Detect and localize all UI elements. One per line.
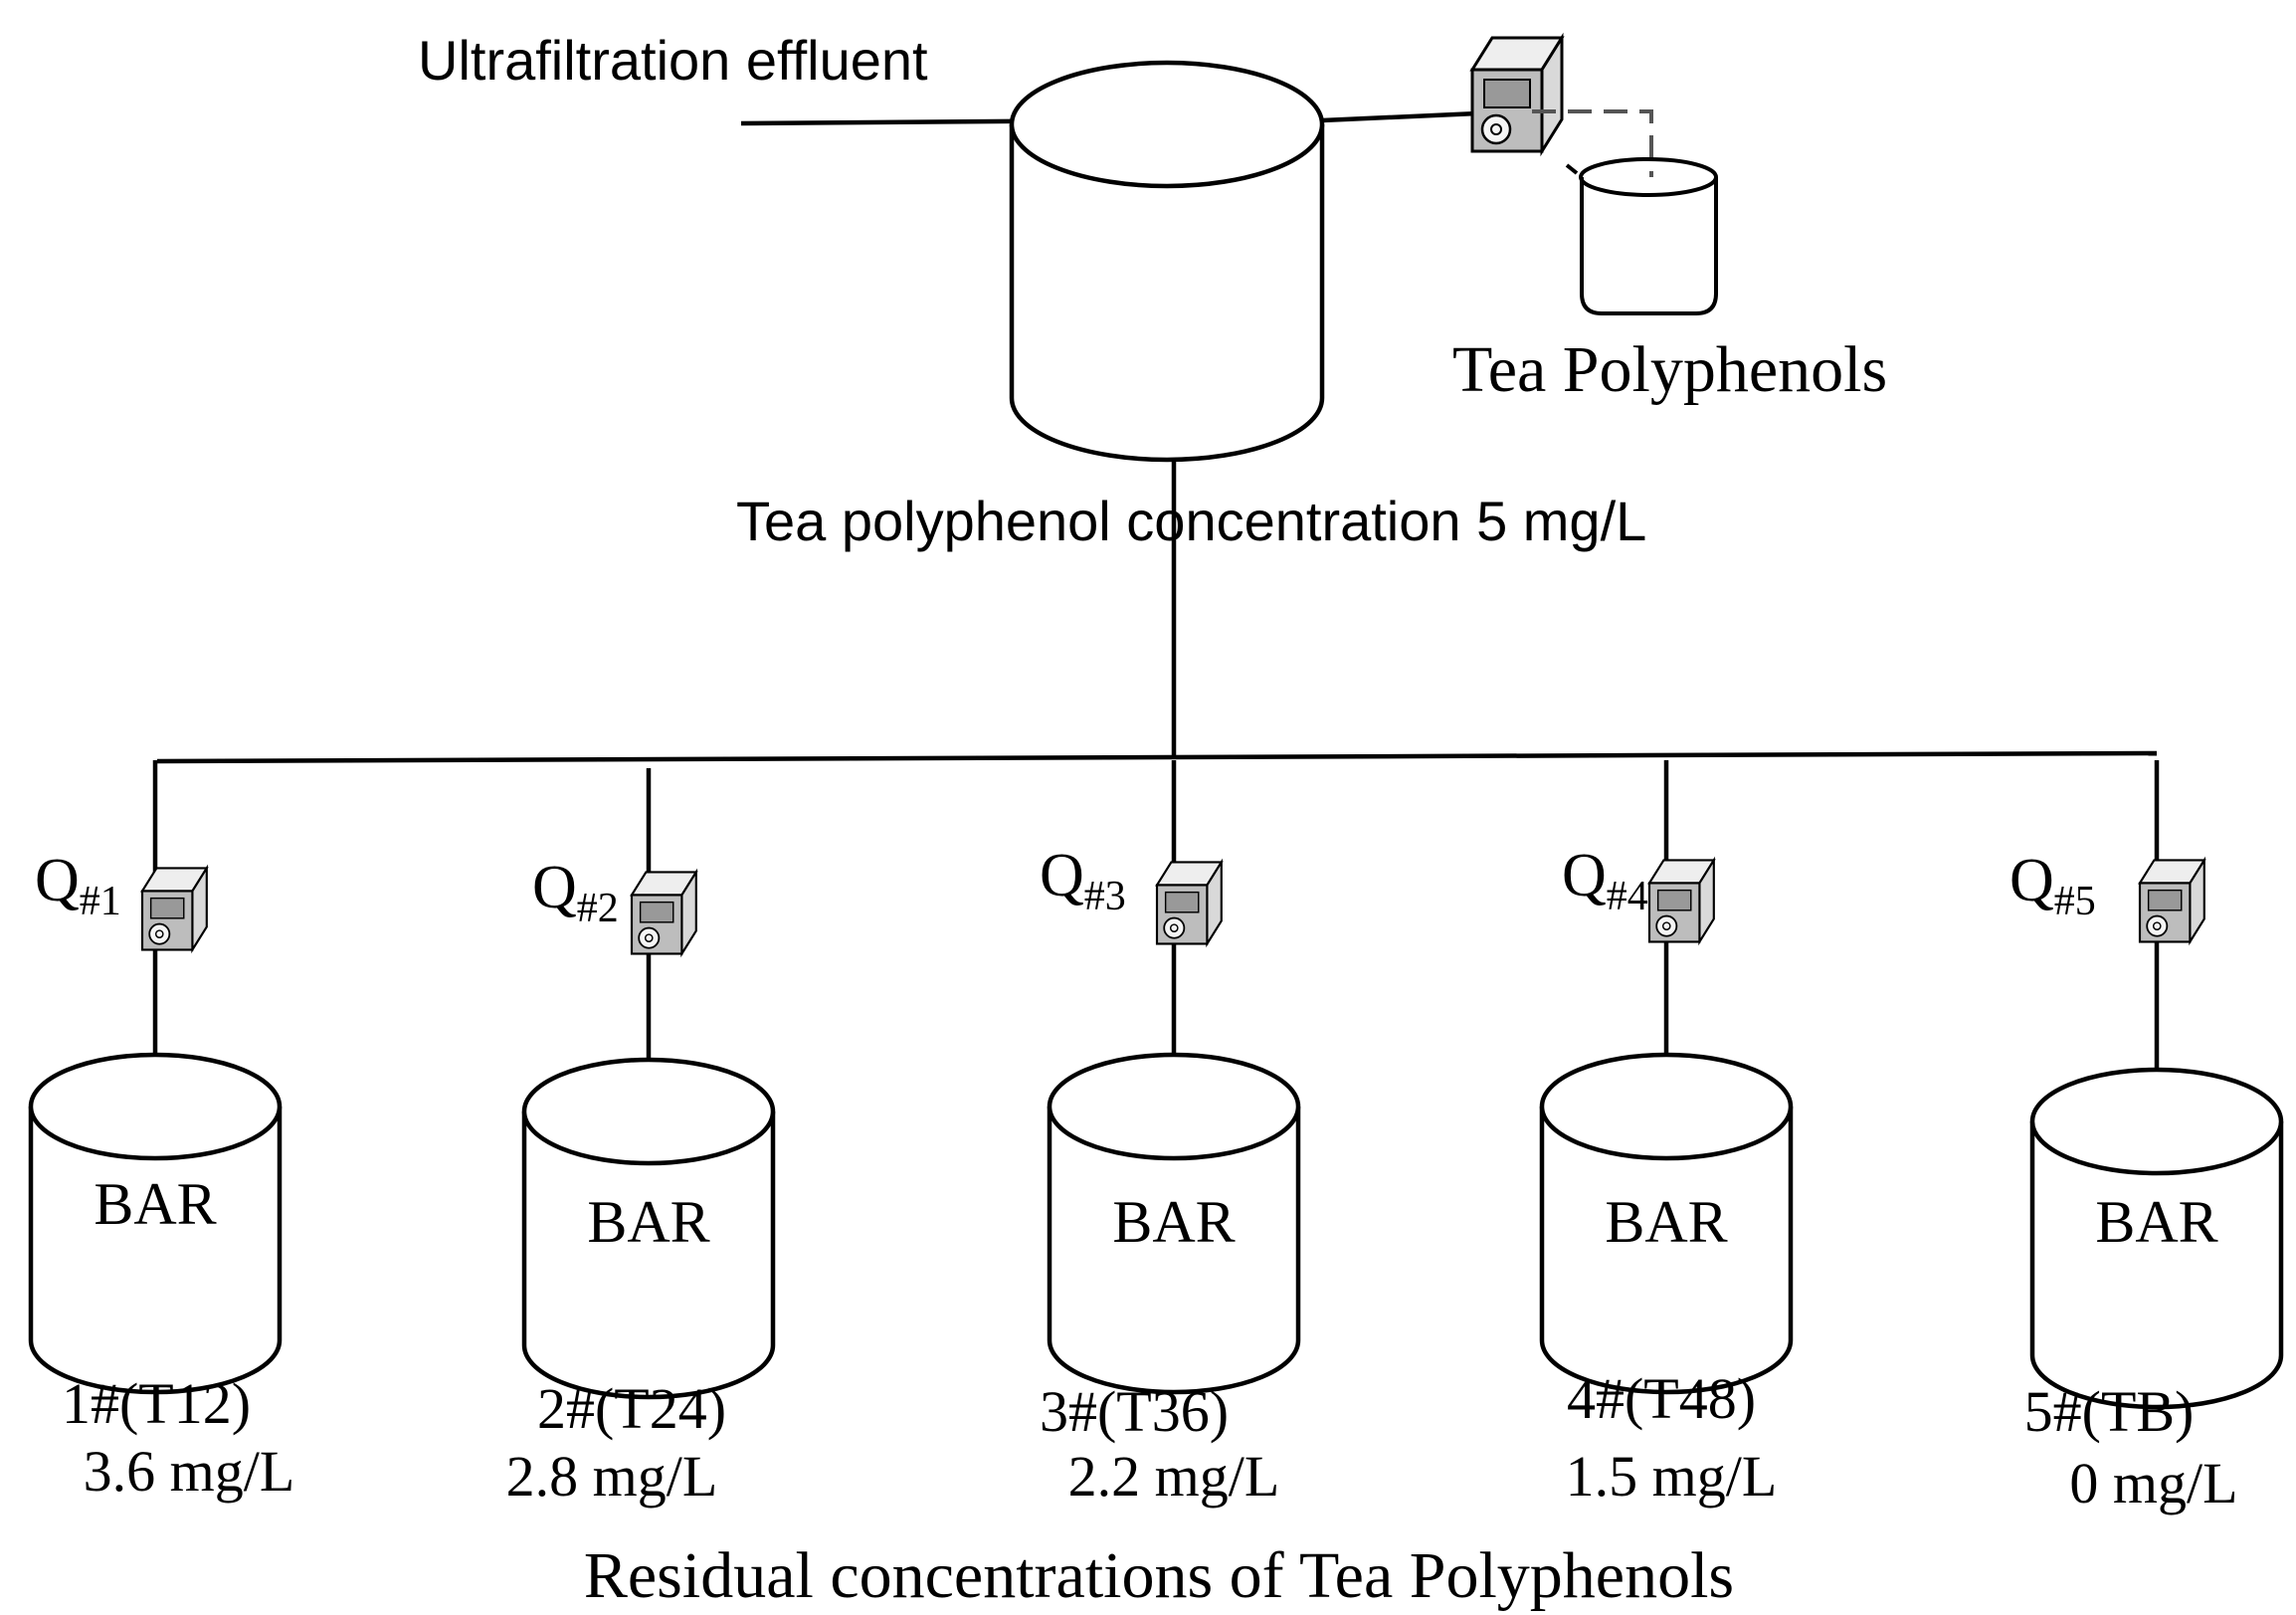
- main-tank: [1009, 60, 1325, 463]
- pump-label-subscript: #1: [80, 879, 121, 924]
- reactor-id: 4#(T48): [1567, 1366, 1756, 1431]
- reactor-id: 3#(T36): [1040, 1379, 1229, 1444]
- metering-pump-icon: [140, 864, 209, 954]
- pump-label: Q#1: [35, 847, 121, 924]
- beaker-icon: [1565, 157, 1718, 315]
- bar-reactor-tank: [2029, 1067, 2284, 1410]
- dosing-label: Tea Polyphenols: [1452, 333, 1887, 406]
- inlet-label: Ultrafiltration effluent: [418, 29, 928, 92]
- pump-label-name: Q: [1040, 842, 1084, 909]
- residual-concentration: 3.6 mg/L: [84, 1439, 295, 1504]
- pump-label-subscript: #5: [2054, 879, 2096, 924]
- pump-label-name: Q: [2009, 847, 2054, 914]
- pump-label: Q#3: [1040, 842, 1126, 919]
- reactor-label: BAR: [2095, 1189, 2217, 1255]
- bar-reactor-tank: [1047, 1052, 1301, 1395]
- reactor-label: BAR: [1605, 1189, 1727, 1255]
- pump-label-name: Q: [532, 854, 577, 921]
- reactor-id: 5#(TB): [2024, 1379, 2195, 1444]
- pump-label-name: Q: [35, 847, 80, 914]
- reactor-label: BAR: [1112, 1189, 1235, 1255]
- reactor-id: 2#(T24): [537, 1376, 726, 1441]
- pump-label: Q#2: [532, 854, 619, 931]
- pump-label: Q#4: [1562, 842, 1648, 919]
- residual-concentration: 1.5 mg/L: [1566, 1444, 1778, 1509]
- residual-concentration: 2.2 mg/L: [1068, 1444, 1280, 1509]
- pump-label-subscript: #4: [1607, 874, 1648, 919]
- distribution-header-pipe: [156, 750, 2158, 764]
- main-tank-concentration: Tea polyphenol concentration 5 mg/L: [736, 490, 1646, 552]
- pump-label-subscript: #3: [1084, 874, 1126, 919]
- dosing-pump-icon: [1469, 32, 1565, 157]
- bar-reactor-tank: [1539, 1052, 1794, 1395]
- bar-reactor-tank: [28, 1052, 283, 1395]
- reactor-id: 1#(T12): [62, 1371, 251, 1436]
- reactor-label: BAR: [94, 1171, 216, 1237]
- metering-pump-icon: [2138, 856, 2206, 946]
- metering-pump-icon: [1647, 856, 1716, 946]
- pump-label-name: Q: [1562, 842, 1607, 909]
- figure-caption: Residual concentrations of Tea Polypheno…: [584, 1539, 1734, 1612]
- reactor-label: BAR: [587, 1189, 709, 1255]
- metering-pump-icon: [630, 868, 698, 958]
- residual-concentration: 2.8 mg/L: [506, 1444, 718, 1509]
- pump-label: Q#5: [2009, 847, 2096, 924]
- metering-pump-icon: [1155, 858, 1224, 948]
- pump-label-subscript: #2: [577, 886, 619, 931]
- bar-reactor-tank: [521, 1057, 776, 1400]
- residual-concentration: 0 mg/L: [2069, 1451, 2237, 1515]
